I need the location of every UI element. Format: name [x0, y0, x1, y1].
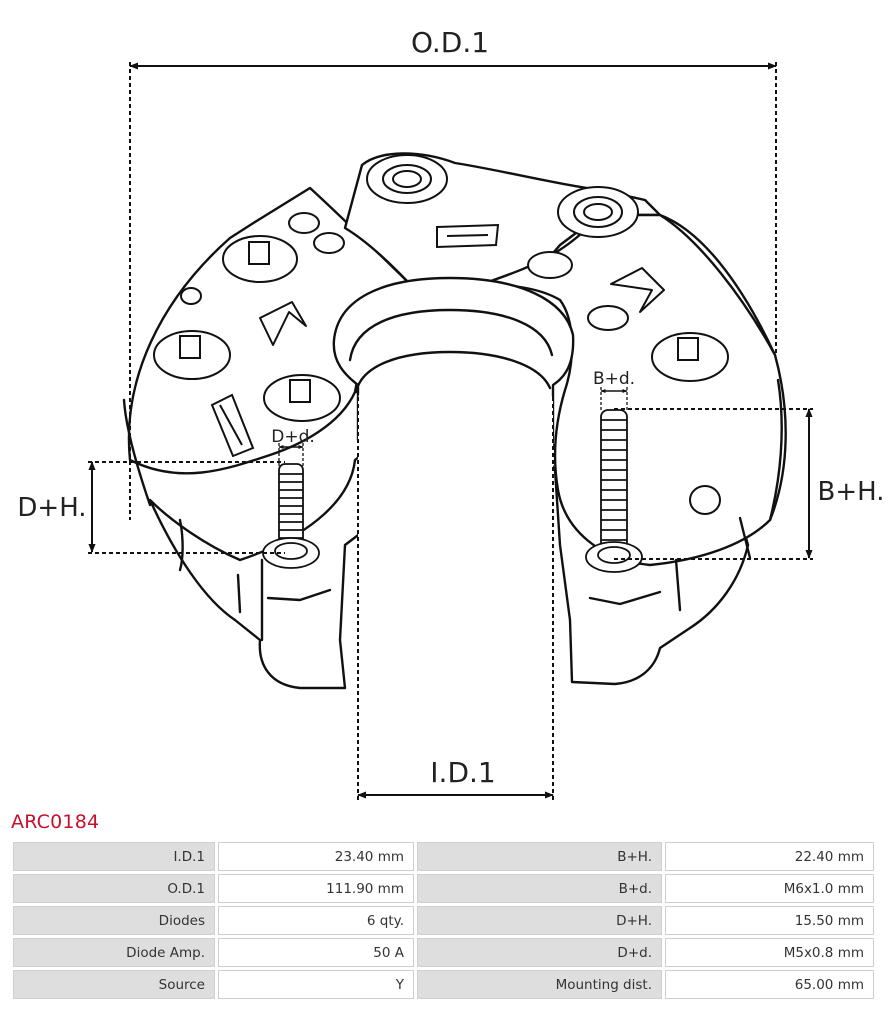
rectifier-details — [153, 154, 729, 515]
spec-label: D+d. — [417, 938, 662, 967]
spec-label: D+H. — [417, 906, 662, 935]
table-row: O.D.1 111.90 mm B+d. M6x1.0 mm — [13, 874, 874, 903]
spec-label: O.D.1 — [13, 874, 215, 903]
dh-label: D+H. — [17, 493, 86, 523]
spec-label: B+H. — [417, 842, 662, 871]
bd-label: B+d. — [593, 369, 635, 389]
spec-value: 23.40 mm — [218, 842, 414, 871]
id-label: I.D.1 — [430, 756, 495, 789]
table-row: I.D.1 23.40 mm B+H. 22.40 mm — [13, 842, 874, 871]
spec-value: 50 A — [218, 938, 414, 967]
spec-label: Source — [13, 970, 215, 999]
spec-value: 6 qty. — [218, 906, 414, 935]
spec-value: Y — [218, 970, 414, 999]
spec-label: Diode Amp. — [13, 938, 215, 967]
spec-label: Diodes — [13, 906, 215, 935]
part-code: ARC0184 — [11, 811, 100, 833]
rectifier-technical-drawing: O.D.1 I.D.1 D+H. B+H. D+d. B+d. — [17, 26, 885, 800]
threaded-studs — [262, 409, 643, 573]
spec-value: 22.40 mm — [665, 842, 874, 871]
spec-label: Mounting dist. — [417, 970, 662, 999]
table-row: Diode Amp. 50 A D+d. M5x0.8 mm — [13, 938, 874, 967]
table-row: Source Y Mounting dist. 65.00 mm — [13, 970, 874, 999]
table-row: Diodes 6 qty. D+H. 15.50 mm — [13, 906, 874, 935]
spec-value: 15.50 mm — [665, 906, 874, 935]
spec-label: B+d. — [417, 874, 662, 903]
spec-value: M6x1.0 mm — [665, 874, 874, 903]
dd-label: D+d. — [271, 427, 315, 447]
spec-value: 65.00 mm — [665, 970, 874, 999]
spec-value: 111.90 mm — [218, 874, 414, 903]
od-label: O.D.1 — [411, 26, 489, 59]
specs-table: I.D.1 23.40 mm B+H. 22.40 mm O.D.1 111.9… — [10, 839, 877, 1002]
bh-label: B+H. — [818, 477, 885, 507]
spec-label: I.D.1 — [13, 842, 215, 871]
dimension-lines — [88, 62, 813, 800]
spec-value: M5x0.8 mm — [665, 938, 874, 967]
